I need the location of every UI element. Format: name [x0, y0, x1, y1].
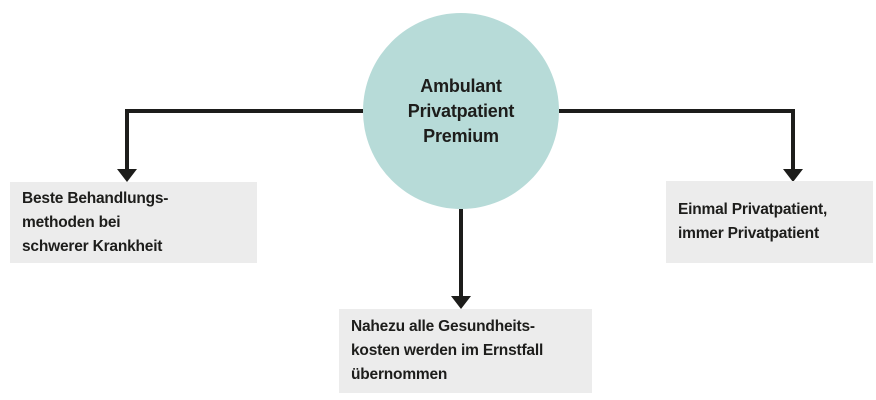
- branch-box-right: Einmal Privatpatient, immer Privatpatien…: [666, 181, 873, 263]
- arrow-bottom: [451, 209, 471, 309]
- arrow-left: [117, 109, 363, 182]
- branch-label-right: Einmal Privatpatient, immer Privatpatien…: [678, 201, 828, 242]
- branch-box-bottom: Nahezu alle Gesundheits- kosten werden i…: [339, 309, 592, 393]
- branch-label-bottom: Nahezu alle Gesundheits- kosten werden i…: [351, 318, 544, 383]
- center-node: Ambulant Privatpatient Premium: [363, 13, 559, 209]
- branch-label-left: Beste Behandlungs- methoden bei schwerer…: [22, 189, 169, 255]
- arrow-right: [559, 109, 803, 182]
- center-node-label: Ambulant Privatpatient Premium: [407, 75, 515, 146]
- branch-box-left: Beste Behandlungs- methoden bei schwerer…: [10, 182, 257, 263]
